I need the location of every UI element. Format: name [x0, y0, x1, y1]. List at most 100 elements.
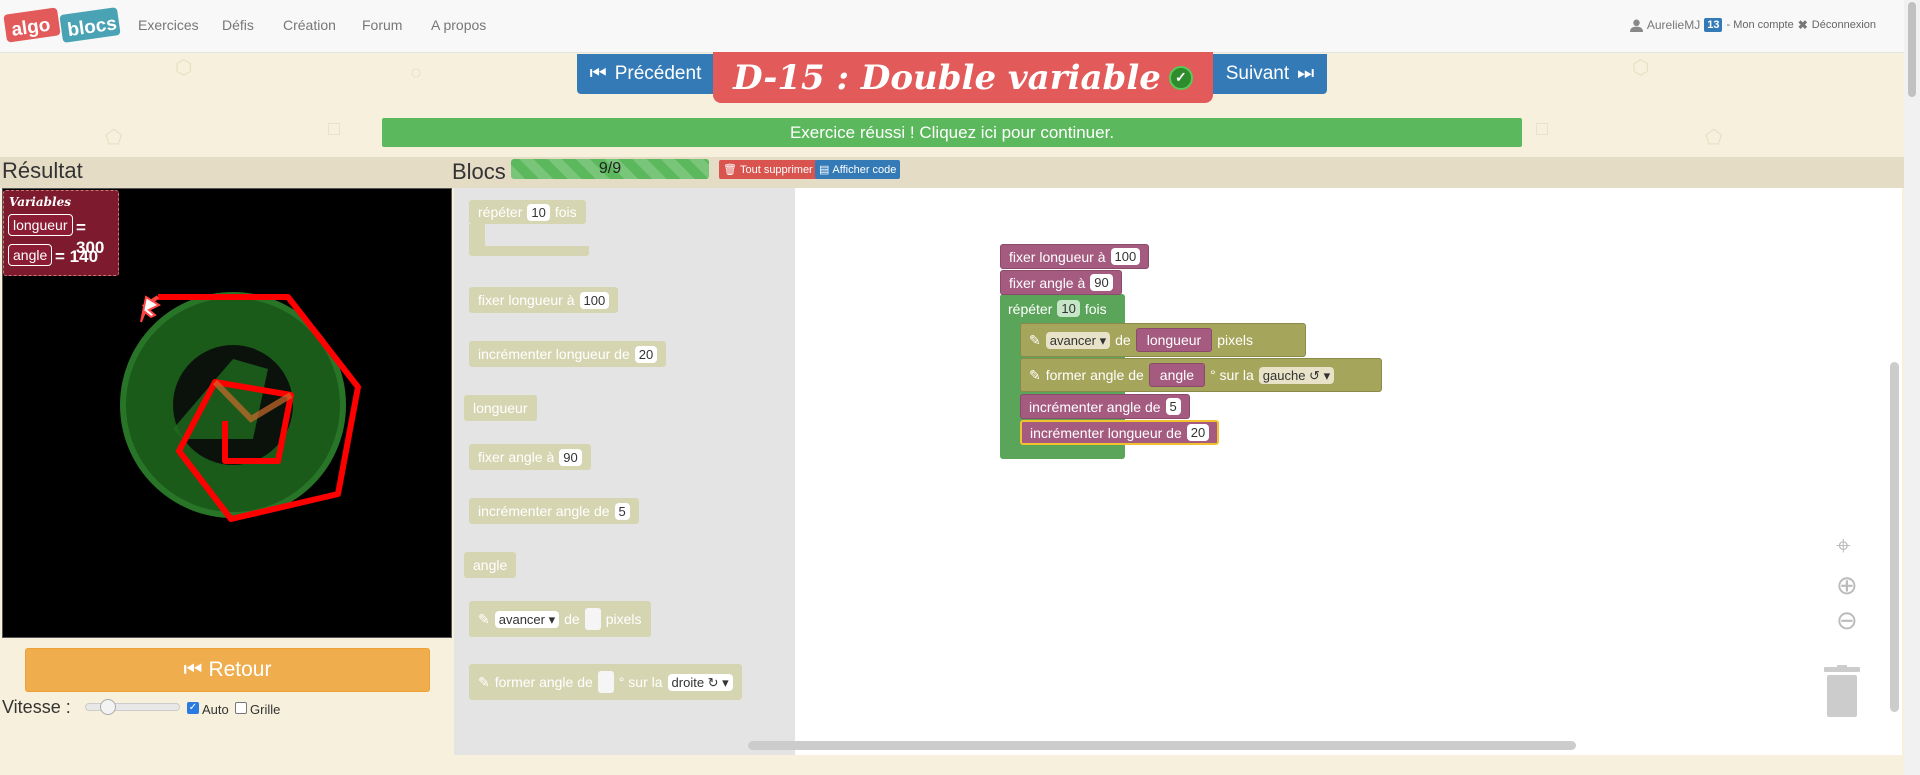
ws-turn-block[interactable]: ✎ former angle de angle ° sur la gauche … — [1020, 358, 1382, 392]
toolbox-repeat-block[interactable]: répéter 10 fois — [469, 200, 586, 224]
user-area: AurelieMJ 13 - Mon compte ✖ Déconnexion — [1629, 18, 1876, 32]
ws-incr-length-value[interactable]: 20 — [1186, 424, 1210, 441]
tb-incr-angle-value[interactable]: 5 — [614, 502, 630, 520]
hexagon-decoration-icon: ⬡ — [175, 57, 193, 79]
tb-forward-dropdown[interactable]: avancer ▾ — [494, 610, 560, 628]
ws-incr-length-pre: incrémenter longueur de — [1030, 424, 1182, 441]
speed-label: Vitesse : — [2, 697, 71, 717]
show-code-button[interactable]: ▤ Afficher code — [815, 160, 901, 179]
zoom-in-icon[interactable]: ⊕ — [1836, 570, 1858, 600]
nav-link-exercices[interactable]: Exercices — [138, 17, 199, 33]
tb-turn-mid: ° sur la — [618, 674, 663, 690]
delete-all-button[interactable]: 🗑 Tout supprimer — [719, 160, 817, 179]
previous-button[interactable]: ⏮ Précédent — [577, 54, 714, 94]
ws-incr-angle-block[interactable]: incrémenter angle de 5 — [1020, 394, 1190, 419]
user-level-badge: 13 — [1704, 18, 1723, 32]
ws-repeat-post: fois — [1084, 300, 1107, 317]
var-name-angle: angle — [8, 244, 53, 266]
toolbox-incr-angle-block[interactable]: incrémenter angle de 5 — [469, 498, 639, 524]
turtle-drawing — [120, 292, 361, 522]
tb-turn-slot[interactable] — [597, 671, 614, 693]
speed-slider-thumb[interactable] — [100, 699, 116, 715]
ws-set-length-block[interactable]: fixer longueur à 100 — [1000, 244, 1150, 269]
check-icon: ✓ — [1168, 65, 1193, 90]
toolbox-forward-block[interactable]: ✎ avancer ▾ de pixels — [469, 601, 651, 637]
nav-link-apropos[interactable]: A propos — [431, 17, 487, 33]
account-link[interactable]: - Mon compte — [1726, 19, 1794, 31]
auto-label: Auto — [202, 702, 229, 717]
rewind-icon: ⏮ — [183, 658, 203, 681]
next-button[interactable]: Suivant ⏭ — [1213, 54, 1327, 94]
show-code-label: Afficher code — [832, 163, 897, 176]
tb-incr-length-pre: incrémenter longueur de — [478, 346, 630, 362]
grid-checkbox[interactable] — [235, 702, 247, 714]
tb-forward-post: pixels — [605, 611, 642, 627]
list-icon: ▤ — [819, 164, 830, 176]
ws-forward-length-var[interactable]: longueur — [1135, 328, 1213, 352]
tb-repeat-pre: répéter — [478, 204, 523, 220]
block-toolbox: répéter 10 fois fixer longueur à 100 inc… — [454, 188, 795, 755]
tb-incr-length-value[interactable]: 20 — [634, 345, 658, 363]
toolbox-set-length-block[interactable]: fixer longueur à 100 — [469, 287, 619, 313]
variables-panel: Variables longueur = 300 angle = 140 — [3, 190, 119, 276]
grid-label: Grille — [250, 702, 281, 717]
page-scrollbar[interactable] — [1904, 0, 1920, 775]
workspace-vertical-scrollbar[interactable] — [1890, 362, 1899, 712]
variables-title: Variables — [9, 195, 71, 209]
trash-icon: 🗑 — [723, 164, 737, 176]
toolbox-incr-length-block[interactable]: incrémenter longueur de 20 — [469, 341, 667, 367]
pencil-icon: ✎ — [478, 673, 490, 690]
exercise-title-text: D-15 : Double variable — [733, 57, 1161, 98]
zoom-out-icon[interactable]: ⊖ — [1836, 605, 1858, 635]
algobocs-logo[interactable]: algo blocs — [3, 5, 123, 47]
tb-set-angle-value[interactable]: 90 — [559, 448, 582, 466]
toolbox-turn-block[interactable]: ✎ former angle de ° sur la droite ↻ ▾ — [469, 664, 742, 700]
tb-set-length-value[interactable]: 100 — [579, 291, 610, 309]
circle-decoration-icon: ○ — [410, 62, 423, 84]
tb-turn-direction-dropdown[interactable]: droite ↻ ▾ — [667, 673, 733, 691]
block-workspace[interactable] — [795, 188, 1902, 755]
recenter-icon[interactable]: ⌖ — [1836, 530, 1851, 560]
speed-slider[interactable] — [85, 703, 180, 711]
ws-turn-direction-dropdown[interactable]: gauche ↺ ▾ — [1258, 366, 1335, 384]
toolbox-length-variable[interactable]: longueur — [464, 395, 537, 421]
var-value-angle-number: 140 — [69, 247, 99, 266]
pencil-icon: ✎ — [1029, 366, 1041, 383]
ws-set-angle-value[interactable]: 90 — [1090, 274, 1113, 291]
toolbox-angle-variable[interactable]: angle — [464, 552, 517, 578]
nav-link-creation[interactable]: Création — [283, 17, 336, 33]
back-button[interactable]: ⏮ Retour — [25, 648, 430, 692]
success-banner[interactable]: Exercice réussi ! Cliquez ici pour conti… — [382, 118, 1522, 147]
nav-link-defis[interactable]: Défis — [222, 17, 254, 33]
toolbox-set-angle-block[interactable]: fixer angle à 90 — [469, 444, 591, 470]
tb-set-angle-pre: fixer angle à — [478, 449, 555, 465]
result-canvas[interactable] — [2, 188, 452, 638]
nav-link-forum[interactable]: Forum — [362, 17, 403, 33]
user-name[interactable]: AurelieMJ — [1646, 18, 1701, 32]
ws-forward-block[interactable]: ✎ avancer ▾ de longueur pixels — [1020, 323, 1306, 357]
logout-link[interactable]: Déconnexion — [1811, 19, 1876, 31]
ws-forward-post: pixels — [1217, 332, 1253, 348]
delete-all-label: Tout supprimer — [739, 163, 813, 176]
skip-forward-icon: ⏭ — [1297, 63, 1315, 84]
auto-checkbox[interactable]: ✓ — [187, 702, 199, 714]
ws-incr-length-block[interactable]: incrémenter longueur de 20 — [1020, 420, 1220, 445]
tb-forward-slot[interactable] — [584, 608, 601, 630]
tb-set-length-pre: fixer longueur à — [478, 292, 575, 308]
ws-incr-angle-value[interactable]: 5 — [1165, 398, 1181, 415]
ws-forward-dropdown[interactable]: avancer ▾ — [1045, 331, 1111, 349]
close-icon: ✖ — [1797, 18, 1808, 32]
tb-repeat-count[interactable]: 10 — [527, 203, 550, 221]
page-scrollbar-thumb[interactable] — [1908, 2, 1916, 97]
workspace-trash-icon[interactable] — [1822, 665, 1862, 720]
workspace-horizontal-scrollbar[interactable] — [748, 741, 1576, 750]
ws-repeat-count[interactable]: 10 — [1057, 300, 1080, 317]
blocks-progress-bar: 9/9 — [511, 159, 709, 179]
result-heading: Résultat — [2, 158, 83, 183]
ws-set-angle-block[interactable]: fixer angle à 90 — [1000, 270, 1122, 295]
ws-repeat-block[interactable]: répéter 10 fois — [1000, 296, 1115, 321]
pentagon-decoration-icon: ⬠ — [105, 127, 123, 149]
ws-forward-mid: de — [1115, 332, 1131, 348]
ws-turn-angle-var[interactable]: angle — [1148, 363, 1206, 387]
ws-set-length-value[interactable]: 100 — [1110, 248, 1141, 265]
